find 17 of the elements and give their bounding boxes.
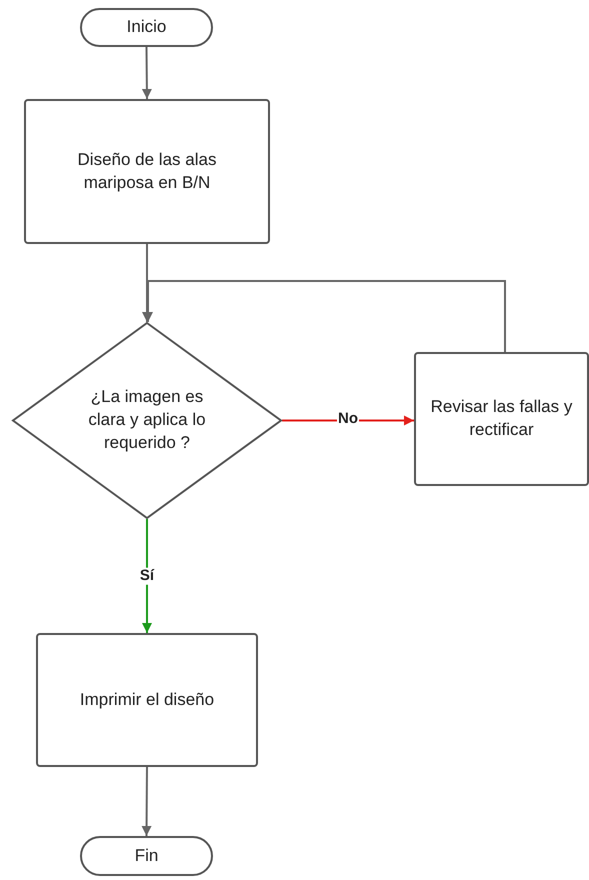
node-text: Diseño de las alas mariposa en B/N (76, 148, 218, 194)
node-text: Revisar las fallas y rectificar (430, 396, 573, 441)
arrow (142, 46, 152, 100)
decision-diamond (12, 322, 282, 519)
process-box (24, 99, 270, 244)
arrow (142, 767, 152, 836)
process-box (414, 352, 589, 486)
edge-label: Sí (138, 568, 156, 584)
terminal-shape (80, 836, 213, 876)
terminal-shape (80, 8, 213, 47)
node-text: Imprimir el diseño (80, 688, 214, 711)
process-box (36, 633, 258, 767)
node-text: Inicio (126, 16, 166, 38)
arrow (142, 519, 152, 633)
arrow (282, 416, 414, 426)
node-text: ¿La imagen es clara y aplica lo requerido ? (87, 386, 207, 454)
node-text: Fin (134, 844, 158, 867)
